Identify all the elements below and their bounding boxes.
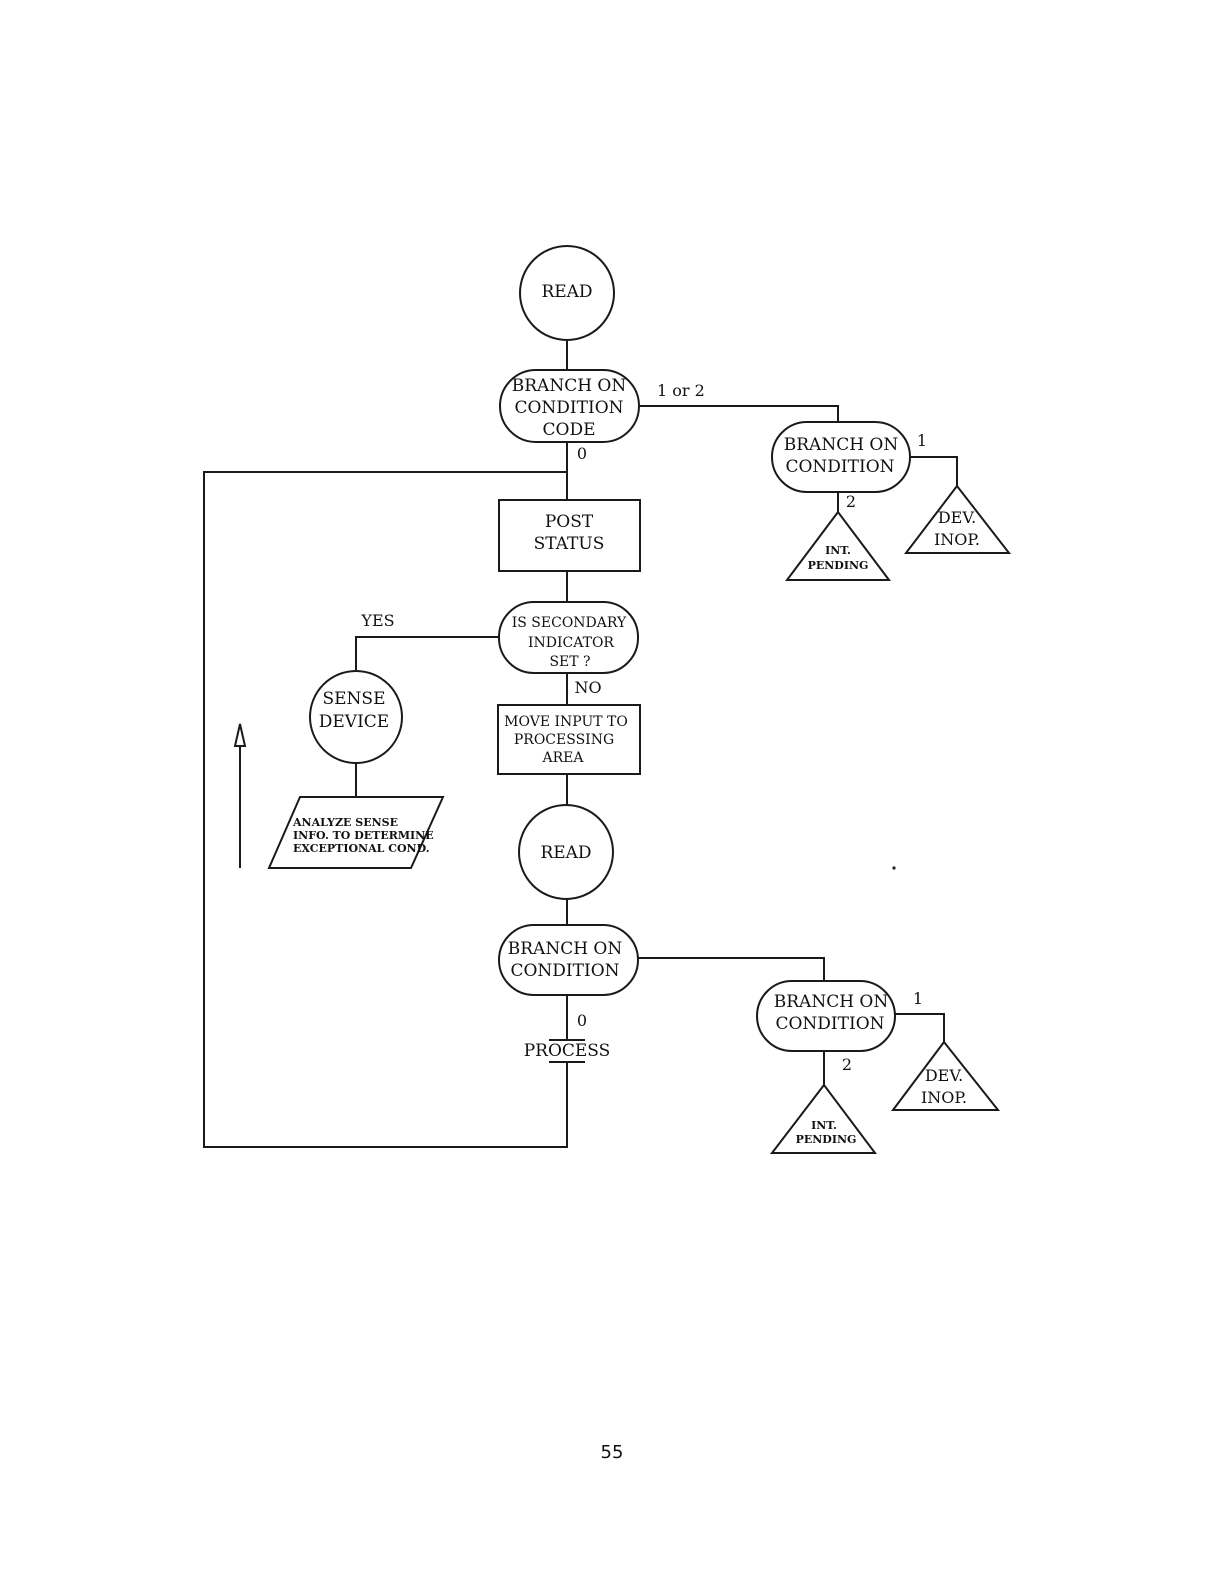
svg-text:CONDITION: CONDITION: [775, 1014, 884, 1034]
node-read-bottom: READ: [518, 804, 614, 900]
svg-text:BRANCH ON: BRANCH ON: [784, 435, 899, 455]
svg-text:CODE: CODE: [543, 420, 596, 440]
connectors: [203, 340, 958, 1148]
edge-label-1-top: 1: [917, 431, 927, 450]
node-branch-condition-right-bottom: BRANCH ON CONDITION: [756, 980, 896, 1052]
node-read-top: READ: [519, 245, 615, 341]
svg-text:INFO. TO DETERMINE: INFO. TO DETERMINE: [293, 829, 434, 842]
edge-label-0-bottom: 0: [577, 1011, 587, 1030]
svg-text:CONDITION: CONDITION: [514, 398, 623, 418]
node-analyze-sense-info: ANALYZE SENSE INFO. TO DETERMINE EXCEPTI…: [267, 796, 445, 869]
edge-label-1-or-2: 1 or 2: [657, 381, 705, 400]
svg-text:AREA: AREA: [542, 750, 585, 766]
svg-text:STATUS: STATUS: [534, 534, 605, 554]
node-int-pending-bottom: INT. PENDING: [769, 1083, 877, 1154]
node-branch-condition-code: BRANCH ON CONDITION CODE: [499, 369, 640, 443]
connector-secondary-to-sense-device: [355, 636, 499, 672]
svg-text:READ: READ: [541, 282, 592, 302]
svg-text:EXCEPTIONAL COND.: EXCEPTIONAL COND.: [293, 842, 430, 855]
svg-text:READ: READ: [540, 843, 591, 863]
node-dev-inop-bottom: DEV. INOP.: [891, 1040, 1001, 1111]
edge-label-yes: YES: [360, 611, 394, 630]
svg-text:SET ?: SET ?: [549, 654, 590, 670]
connector-branch-right-bottom-to-dev-inop: [895, 1013, 945, 1042]
edge-labels: 1 or 2 0 1 2 YES NO 0 1 2: [360, 381, 927, 1074]
edge-label-2-top: 2: [846, 492, 856, 511]
svg-text:DEVICE: DEVICE: [319, 712, 389, 732]
svg-text:CONDITION: CONDITION: [785, 457, 894, 477]
node-branch-condition-bottom: BRANCH ON CONDITION: [498, 924, 639, 996]
connector-branch-bottom-to-branch-right-bottom: [638, 957, 825, 981]
node-sense-device: SENSE DEVICE: [309, 670, 403, 764]
svg-text:PENDING: PENDING: [796, 1133, 857, 1146]
scan-speck: [892, 866, 896, 870]
node-post-status: POST STATUS: [498, 499, 641, 572]
svg-text:PROCESSING: PROCESSING: [514, 732, 614, 748]
svg-text:CONDITION: CONDITION: [510, 961, 619, 981]
node-int-pending-top: INT. PENDING: [785, 510, 891, 581]
connector-process-loop-back: [203, 471, 568, 1148]
node-move-input: MOVE INPUT TO PROCESSING AREA: [497, 704, 641, 775]
edge-label-no: NO: [574, 678, 601, 697]
label-process: PROCESS: [524, 1041, 611, 1061]
edge-label-2-bottom: 2: [842, 1055, 852, 1074]
svg-text:ANALYZE SENSE: ANALYZE SENSE: [292, 816, 398, 829]
svg-text:IS SECONDARY: IS SECONDARY: [512, 615, 627, 631]
edge-label-1-bottom: 1: [913, 989, 923, 1008]
svg-text:SENSE: SENSE: [323, 689, 386, 709]
svg-text:INDICATOR: INDICATOR: [528, 635, 614, 651]
svg-text:DEV.: DEV.: [925, 1066, 963, 1085]
node-branch-condition-right-top: BRANCH ON CONDITION: [771, 421, 911, 493]
svg-text:INOP.: INOP.: [921, 1088, 967, 1107]
node-secondary-indicator: IS SECONDARY INDICATOR SET ?: [498, 601, 639, 674]
svg-text:INOP.: INOP.: [934, 530, 980, 549]
svg-text:MOVE INPUT TO: MOVE INPUT TO: [504, 714, 628, 730]
node-dev-inop-top: DEV. INOP.: [903, 484, 1012, 554]
edge-label-0-top: 0: [577, 444, 587, 463]
svg-text:PENDING: PENDING: [808, 559, 869, 572]
svg-text:DEV.: DEV.: [938, 508, 976, 527]
svg-text:BRANCH ON: BRANCH ON: [512, 376, 627, 396]
svg-text:BRANCH ON: BRANCH ON: [774, 992, 889, 1012]
svg-text:POST: POST: [545, 512, 594, 532]
svg-text:BRANCH ON: BRANCH ON: [508, 939, 623, 959]
page-number: 55: [600, 1442, 624, 1463]
connector-branch-right-top-to-dev-inop: [910, 456, 958, 486]
svg-text:INT.: INT.: [811, 1119, 837, 1132]
connector-branch-to-branch-right-top: [639, 405, 839, 422]
svg-text:INT.: INT.: [825, 544, 851, 557]
up-arrow-icon: [233, 723, 247, 868]
